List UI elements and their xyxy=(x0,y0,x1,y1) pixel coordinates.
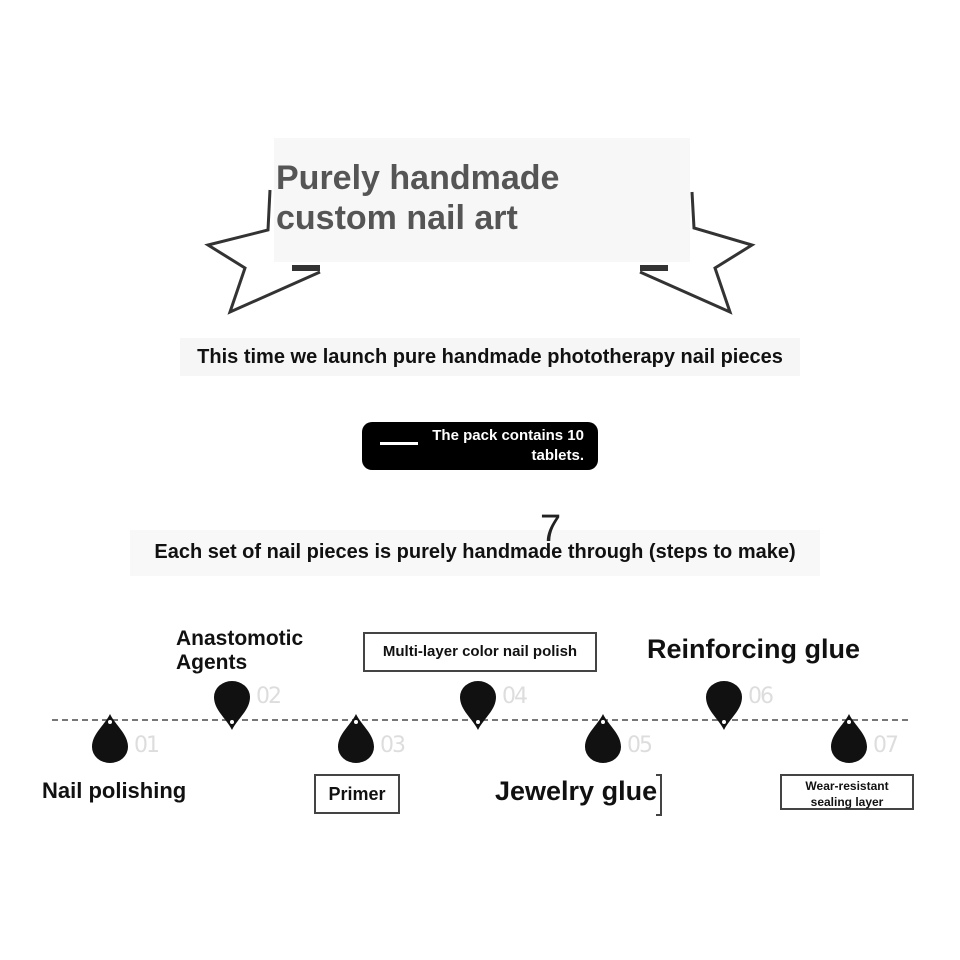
drop-icon xyxy=(831,714,867,763)
banner-background xyxy=(274,138,690,262)
steps-title: Each set of nail pieces is purely handma… xyxy=(130,530,820,576)
label-line-2: sealing layer xyxy=(810,795,884,809)
step-pin-07: 07 xyxy=(831,712,899,763)
dash-decoration xyxy=(380,442,418,445)
step-number: 01 xyxy=(134,733,160,758)
step-pin-02: 02 xyxy=(214,680,282,730)
step-pin-05: 05 xyxy=(585,712,653,763)
drop-icon xyxy=(706,681,742,730)
drop-icon xyxy=(338,714,374,763)
step-number: 03 xyxy=(380,733,406,758)
step-pin-01: 01 xyxy=(92,712,160,763)
label-line-1: Wear-resistant xyxy=(805,779,889,793)
pack-line-2: tablets. xyxy=(531,447,584,464)
step-pin-04: 04 xyxy=(460,680,528,730)
step-label-06: Reinforcing glue xyxy=(647,634,861,664)
step-label-05: Jewelry glue xyxy=(495,776,658,806)
subtitle: This time we launch pure handmade photot… xyxy=(180,338,800,376)
drop-icon xyxy=(214,681,250,730)
bracket-decoration xyxy=(656,774,662,816)
banner-title: Purely handmade custom nail art xyxy=(276,158,559,238)
step-label-01: Nail polishing xyxy=(42,778,187,803)
step-number: 07 xyxy=(873,733,899,758)
step-pin-06: 06 xyxy=(706,680,774,730)
label-line-1: Anastomotic xyxy=(176,627,304,650)
drop-icon xyxy=(585,714,621,763)
step-label-02: Anastomotic Agents xyxy=(176,627,303,675)
title-line-1: Purely handmade xyxy=(276,159,560,197)
step-pin-03: 03 xyxy=(338,712,406,763)
drop-icon xyxy=(460,681,496,730)
title-line-2: custom nail art xyxy=(276,199,518,237)
step-number: 06 xyxy=(748,684,774,709)
step-number: 04 xyxy=(502,684,528,709)
label-line-2: Agents xyxy=(176,651,248,674)
step-label-03: Primer xyxy=(314,774,400,814)
step-number: 05 xyxy=(627,733,653,758)
pack-line-1: The pack contains 10 xyxy=(432,427,584,444)
drop-icon xyxy=(92,714,128,763)
pack-badge: The pack contains 10 tablets. xyxy=(362,422,598,470)
step-number: 02 xyxy=(256,684,282,709)
ribbon-banner-graphic xyxy=(204,189,756,315)
step-label-04: Multi-layer color nail polish xyxy=(363,632,597,672)
step-label-07: Wear-resistant sealing layer xyxy=(780,774,914,810)
stray-mark: 7 xyxy=(540,508,562,550)
